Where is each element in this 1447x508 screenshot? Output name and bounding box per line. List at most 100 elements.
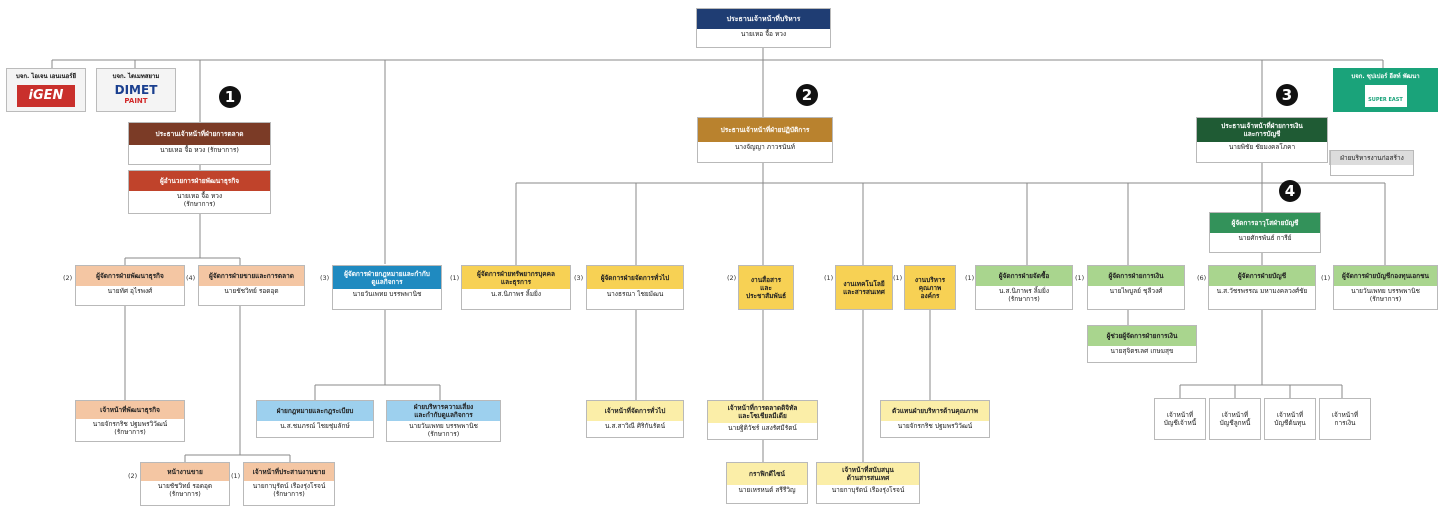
box-acct-mgr: ผู้จัดการฝ่ายบัญชี น.ส.วัชรพรรณ มหามงคลว… [1208, 265, 1316, 310]
num-purchase-mgr: (1) [965, 274, 975, 282]
marker-3: 3 [1276, 84, 1298, 106]
marker-4: 4 [1279, 180, 1301, 202]
name: นางจัญญา ภาวรนันท์ [734, 143, 796, 151]
box-fund-mgr: ผู้จัดการฝ่ายบัญชีกองทุนเอกชน นายวันเพทย… [1333, 265, 1438, 310]
title: ผู้จัดการอาวุโสฝ่ายบัญชี [1210, 213, 1320, 233]
title: ผู้จัดการฝ่ายกฎหมายและกำกับ ดูแลกิจการ [333, 266, 441, 289]
name: นายกาบุรัตน์ เรืองรุ่งโรจน์ (รักษาการ) [252, 482, 326, 498]
title: งานสื่อสาร และ ประชาสัมพันธ์ [739, 266, 793, 309]
title: ผู้จัดการฝ่ายจัดการทั่วไป [587, 266, 683, 289]
box-acct-off-2: เจ้าหน้าที่ บัญชีลูกหนี้ [1209, 398, 1261, 440]
name: นางธรณา ไชยมัฒน [606, 290, 664, 298]
num-it: (1) [824, 274, 834, 282]
name: น.ส.วัชรพรรณ มหามงคลวงศ์ชัย [1216, 287, 1308, 295]
name: น.ส.ชมภรณ์ ไชยชุ่มลักษ์ [280, 422, 350, 430]
box-legal-dept: ฝ่ายกฎหมายและกฎระเบียบ น.ส.ชมภรณ์ ไชยชุ่… [256, 400, 374, 438]
box-graphic: กราฟิกดีไซน์ นายเหรหนต์ สรีรีวิญ [726, 462, 808, 504]
box-construction: ฝ่ายบริหารงานก่อสร้าง [1330, 150, 1414, 176]
box-bizdev-off: เจ้าหน้าที่พัฒนาธุรกิจ นายจักรกริช ปฐมพร… [75, 400, 185, 442]
name: น.ส.นิภาพร ลิ้มยิ่ง [490, 290, 541, 298]
box-finance-asst: ผู้ช่วยผู้จัดการฝ่ายการเงิน นายสุจิตรเลศ… [1087, 325, 1197, 363]
name: นายวันเพทย บรรพพานิช (รักษาการ) [1351, 287, 1420, 303]
name: นายเหอ จื้อ หวง (รักษาการ) [160, 146, 239, 154]
title: ผู้จัดการฝ่ายพัฒนาธุรกิจ [76, 266, 184, 286]
name: นายเหรหนต์ สรีรีวิญ [738, 486, 796, 494]
title: ผู้จัดการฝ่ายขายและการตลาด [199, 266, 304, 286]
box-risk-dept: ฝ่ายบริหารความเสี่ยง และกำกับดูแลกิจการ … [386, 400, 501, 442]
title: ฝ่ายบริหารความเสี่ยง และกำกับดูแลกิจการ [387, 401, 500, 421]
title: ตัวแทนฝ่ายบริหารด้านคุณภาพ [881, 401, 989, 421]
title: ฝ่ายกฎหมายและกฎระเบียบ [257, 401, 373, 421]
name: นายจักรกริช ปฐมพรวิวัฒน์ (รักษาการ) [92, 420, 168, 436]
title: ประธานเจ้าหน้าที่บริหาร [697, 9, 830, 29]
name: นายไพบูลย์ ชุลีวงศ์ [1109, 287, 1163, 295]
dimet-company-name: บจก. ไดเมทสยาม [112, 73, 160, 80]
box-acct-off-3: เจ้าหน้าที่ บัญชีต้นทุน [1264, 398, 1316, 440]
box-ops-ceo: ประธานเจ้าหน้าที่ฝ่ายปฏิบัติการ นางจัญญา… [697, 117, 833, 163]
title: เจ้าหน้าที่ บัญชีลูกหนี้ [1219, 411, 1251, 427]
title: เจ้าหน้าที่ บัญชีต้นทุน [1274, 411, 1306, 427]
title: ผู้จัดการฝ่ายการเงิน [1088, 266, 1184, 286]
box-acct-off-4: เจ้าหน้าที่ การเงิน [1319, 398, 1371, 440]
title: เจ้าหน้าที่ การเงิน [1331, 411, 1359, 427]
title: เจ้าหน้าที่สนับสนุน ด้านสารสนเทศ [817, 463, 919, 485]
dimet-logo-card: บจก. ไดเมทสยาม DIMET PAINT [96, 68, 176, 112]
box-admin-mgr: ผู้จัดการฝ่ายจัดการทั่วไป นางธรณา ไชยมัฒ… [586, 265, 684, 310]
num-sales-head: (2) [128, 472, 138, 480]
box-legal-mgr: ผู้จัดการฝ่ายกฎหมายและกำกับ ดูแลกิจการ น… [332, 265, 442, 310]
title: เจ้าหน้าที่จัดการทั่วไป [587, 401, 683, 421]
num-fund-mgr: (1) [1321, 274, 1331, 282]
title: เจ้าหน้าที่ บัญชีเจ้าหนี้ [1163, 411, 1197, 427]
num-hr-mgr: (1) [450, 274, 460, 282]
num-acct-mgr: (6) [1197, 274, 1207, 282]
box-bizdev-mgr: ผู้จัดการฝ่ายพัฒนาธุรกิจ นายทัศ อุไรพงศ์ [75, 265, 185, 306]
super-east-logo: SUPER EAST [1364, 85, 1407, 107]
igen-company-name: บจก. ไอเจน เอนเนอร์ยี [16, 73, 76, 80]
dimet-logo: DIMET PAINT [114, 83, 158, 106]
super-east-logo-card: บจก. ซุปเปอร์ อีสท์ พัฒนา SUPER EAST [1333, 68, 1438, 112]
name: นายสุจิตรเลศ เกษมสุข [1110, 347, 1174, 355]
name: นายทัศ อุไรพงศ์ [107, 287, 153, 295]
box-hr-mgr: ผู้จัดการฝ่ายทรัพยากรบุคคล และธุรการ น.ส… [461, 265, 571, 310]
num-sales-mgr: (4) [186, 274, 196, 282]
box-it: งานเทคโนโลยี และสารสนเทศ [835, 265, 893, 310]
title: กราฟิกดีไซน์ [727, 463, 807, 485]
name: น.ส.นิภาพร ลิ้มยิ่ง (รักษาการ) [998, 287, 1049, 303]
title: ผู้จัดการฝ่ายทรัพยากรบุคคล และธุรการ [462, 266, 570, 289]
box-it-support: เจ้าหน้าที่สนับสนุน ด้านสารสนเทศ นายกาบุ… [816, 462, 920, 504]
box-quality: งานบริหาร คุณภาพ องค์กร [904, 265, 956, 310]
box-admin-off: เจ้าหน้าที่จัดการทั่วไป น.ส.สาวิณี ศิริก… [586, 400, 684, 438]
num-bizdev-mgr: (2) [63, 274, 73, 282]
num-sales-off: (1) [231, 472, 241, 480]
num-pr: (2) [727, 274, 737, 282]
name: นายเหอ จื้อ หวง (รักษาการ) [176, 192, 223, 208]
title: ประธานเจ้าหน้าที่ฝ่ายปฏิบัติการ [698, 118, 832, 142]
num-legal-mgr: (3) [320, 274, 330, 282]
title: ผู้จัดการฝ่ายบัญชีกองทุนเอกชน [1334, 266, 1437, 286]
igen-logo: iGEN [17, 85, 75, 107]
title: เจ้าหน้าที่พัฒนาธุรกิจ [76, 401, 184, 419]
super-east-company-name: บจก. ซุปเปอร์ อีสท์ พัฒนา [1351, 73, 1420, 80]
name: นายศักรพันธ์ การีย์ [1238, 234, 1292, 242]
marker-2: 2 [796, 84, 818, 106]
box-acct-dir: ผู้จัดการอาวุโสฝ่ายบัญชี นายศักรพันธ์ กา… [1209, 212, 1321, 253]
box-sales-mgr: ผู้จัดการฝ่ายขายและการตลาด นายชัชวิทย์ ร… [198, 265, 305, 306]
name: นายพิชัย ชัยมงคลโภคา [1228, 143, 1296, 151]
box-chairman: ประธานเจ้าหน้าที่บริหาร นายเหอ จื้อ หวง [696, 8, 831, 48]
box-mkt-ceo: ประธานเจ้าหน้าที่ฝ่ายการตลาด นายเหอ จื้อ… [128, 122, 271, 165]
title: งานบริหาร คุณภาพ องค์กร [905, 266, 955, 309]
name: นายวันเพทย บรรพพานิช (รักษาการ) [409, 422, 478, 438]
name: นายชัชวิทย์ รอดอุด (รักษาการ) [157, 482, 213, 498]
title: เจ้าหน้าที่การตลาดดิจิทัล และโซเชียลมีเด… [708, 401, 817, 423]
title: หน้างานขาย [141, 463, 229, 481]
marker-1: 1 [219, 86, 241, 108]
box-digital-off: เจ้าหน้าที่การตลาดดิจิทัล และโซเชียลมีเด… [707, 400, 818, 440]
title: ผู้จัดการฝ่ายจัดซื้อ [976, 266, 1072, 286]
name: นายวันเพทย บรรพพานิช [352, 290, 422, 298]
box-bizdev-dir: ผู้อำนวยการฝ่ายพัฒนาธุรกิจ นายเหอ จื้อ ห… [128, 170, 271, 214]
title: ผู้อำนวยการฝ่ายพัฒนาธุรกิจ [129, 171, 270, 191]
title: ประธานเจ้าหน้าที่ฝ่ายการตลาด [129, 123, 270, 145]
name: นายเหอ จื้อ หวง [740, 30, 787, 38]
box-sales-head: หน้างานขาย นายชัชวิทย์ รอดอุด (รักษาการ) [140, 462, 230, 506]
